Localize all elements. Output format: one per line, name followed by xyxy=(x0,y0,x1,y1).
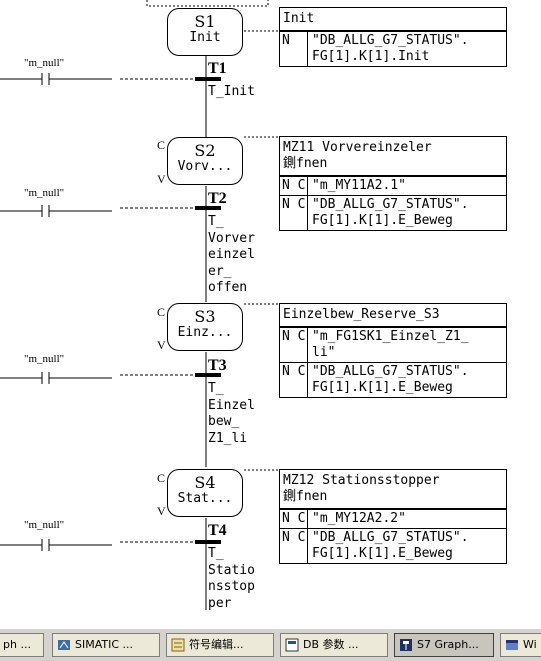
action-block-s1[interactable]: Init N "DB_ALLG_G7_STATUS". FG[1].K[1].I… xyxy=(279,7,507,67)
step-number: S1 xyxy=(194,12,216,31)
action-row[interactable]: N "DB_ALLG_G7_STATUS". FG[1].K[1].Init xyxy=(280,31,506,66)
action-row[interactable]: N C "m_MY12A2.2" xyxy=(280,509,506,528)
step-flag-v: V xyxy=(157,172,166,186)
step-name: Init xyxy=(189,30,221,45)
contact-icon xyxy=(0,539,112,551)
db-icon xyxy=(285,638,299,652)
graph-icon xyxy=(400,639,412,651)
taskbar-label: 符号编辑... xyxy=(189,638,244,651)
step-flag-v: V xyxy=(157,504,166,518)
action-operand: "DB_ALLG_G7_STATUS". FG[1].K[1].E_Beweg xyxy=(312,530,469,561)
transition-bar xyxy=(195,206,221,210)
action-operand: "DB_ALLG_G7_STATUS". FG[1].K[1].E_Beweg xyxy=(312,364,469,395)
selection-frame xyxy=(146,0,269,7)
action-operand: "DB_ALLG_G7_STATUS". FG[1].K[1].E_Beweg xyxy=(312,197,469,228)
action-block-s3[interactable]: Einzelbew_Reserve_S3 N C "m_FG1SK1_Einze… xyxy=(279,303,507,398)
action-row[interactable]: N C "DB_ALLG_G7_STATUS". FG[1].K[1].E_Be… xyxy=(280,362,506,397)
taskbar-button-db[interactable]: DB 参数 ... xyxy=(280,633,388,657)
taskbar-button-simatic[interactable]: SIMATIC ... xyxy=(52,633,160,657)
contact-icon xyxy=(0,73,112,85)
action-row[interactable]: N C "m_FG1SK1_Einzel_Z1_ li" xyxy=(280,327,506,362)
action-qualifier: N C xyxy=(280,529,308,563)
taskbar-label: S7 Graph... xyxy=(417,638,479,651)
simatic-icon xyxy=(58,640,70,650)
taskbar-button-app[interactable]: ph ... xyxy=(0,633,44,657)
action-operand: "m_FG1SK1_Einzel_Z1_ li" xyxy=(312,329,469,360)
taskbar: ph ... SIMATIC ... 符号编辑... DB 参数 ... S7 … xyxy=(0,628,541,661)
transition-name: T_ Vorver einzel er_ offen xyxy=(208,214,255,295)
action-operand: "m_MY11A2.1" xyxy=(312,178,406,193)
action-title: Einzelbew_Reserve_S3 xyxy=(280,304,506,327)
transition-t2[interactable]: T2 xyxy=(208,190,227,207)
taskbar-button-s7-graph[interactable]: S7 Graph... xyxy=(394,633,494,657)
contact-icon xyxy=(0,205,112,217)
step-flag-c: C xyxy=(157,305,166,319)
step-name: Einz... xyxy=(177,325,233,340)
symbol-editor-icon xyxy=(171,638,185,652)
condition-operand[interactable]: "m_null" xyxy=(24,187,65,199)
taskbar-label: DB 参数 ... xyxy=(303,638,359,651)
condition-operand[interactable]: "m_null" xyxy=(24,519,65,531)
transition-t3[interactable]: T3 xyxy=(208,357,227,374)
action-qualifier: N C xyxy=(280,510,308,528)
step-number: S2 xyxy=(194,141,216,160)
taskbar-label: Wi xyxy=(523,638,537,651)
taskbar-label: ph ... xyxy=(3,638,31,651)
transition-name: T_ Einzel bew_ Z1_li xyxy=(208,381,255,446)
sequencer-lines xyxy=(0,0,279,610)
action-row[interactable]: N C "m_MY11A2.1" xyxy=(280,176,506,195)
action-qualifier: N C xyxy=(280,196,308,230)
step-name: Stat... xyxy=(177,491,233,506)
step-s2[interactable]: S2 Vorv... xyxy=(167,137,243,185)
window-icon xyxy=(506,640,518,650)
step-name: Vorv... xyxy=(177,159,233,174)
transition-bar xyxy=(195,77,221,81)
action-title: MZ11 Vorvereinzeler 鍘fnen xyxy=(280,137,506,176)
action-operand: "DB_ALLG_G7_STATUS". FG[1].K[1].Init xyxy=(312,33,469,64)
action-title: MZ12 Stationsstopper 鍘fnen xyxy=(280,470,506,509)
step-flag-c: C xyxy=(157,471,166,485)
action-operand: "m_MY12A2.2" xyxy=(312,511,406,526)
transition-name: T_ Statio nsstop per xyxy=(208,546,255,611)
step-s3[interactable]: S3 Einz... xyxy=(167,303,243,351)
action-block-s2[interactable]: MZ11 Vorvereinzeler 鍘fnen N C "m_MY11A2.… xyxy=(279,136,507,231)
step-s1[interactable]: S1 Init xyxy=(167,8,243,56)
action-qualifier: N xyxy=(280,32,308,66)
step-number: S3 xyxy=(194,307,216,326)
transition-bar xyxy=(195,373,221,377)
taskbar-button-symbol-editor[interactable]: 符号编辑... xyxy=(166,633,274,657)
taskbar-button-window[interactable]: Wi xyxy=(500,633,541,657)
step-number: S4 xyxy=(194,473,216,492)
action-qualifier: N C xyxy=(280,363,308,397)
contact-icon xyxy=(0,372,112,384)
action-qualifier: N C xyxy=(280,328,308,362)
step-flag-v: V xyxy=(157,338,166,352)
taskbar-label: SIMATIC ... xyxy=(75,638,134,651)
step-s4[interactable]: S4 Stat... xyxy=(167,469,243,517)
transition-t4[interactable]: T4 xyxy=(208,522,227,539)
transition-t1[interactable]: T1 xyxy=(208,60,227,77)
step-flag-c: C xyxy=(157,138,166,152)
action-block-s4[interactable]: MZ12 Stationsstopper 鍘fnen N C "m_MY12A2… xyxy=(279,469,507,564)
transition-bar xyxy=(195,540,221,544)
action-row[interactable]: N C "DB_ALLG_G7_STATUS". FG[1].K[1].E_Be… xyxy=(280,195,506,230)
action-qualifier: N C xyxy=(280,177,308,195)
condition-operand[interactable]: "m_null" xyxy=(24,57,65,69)
action-title: Init xyxy=(280,8,506,31)
action-row[interactable]: N C "DB_ALLG_G7_STATUS". FG[1].K[1].E_Be… xyxy=(280,528,506,563)
condition-operand[interactable]: "m_null" xyxy=(24,353,65,365)
graph-editor-canvas[interactable]: "m_null" "m_null" "m_null" "m_null" S1 I… xyxy=(0,0,541,628)
transition-name: T_Init xyxy=(208,84,255,99)
